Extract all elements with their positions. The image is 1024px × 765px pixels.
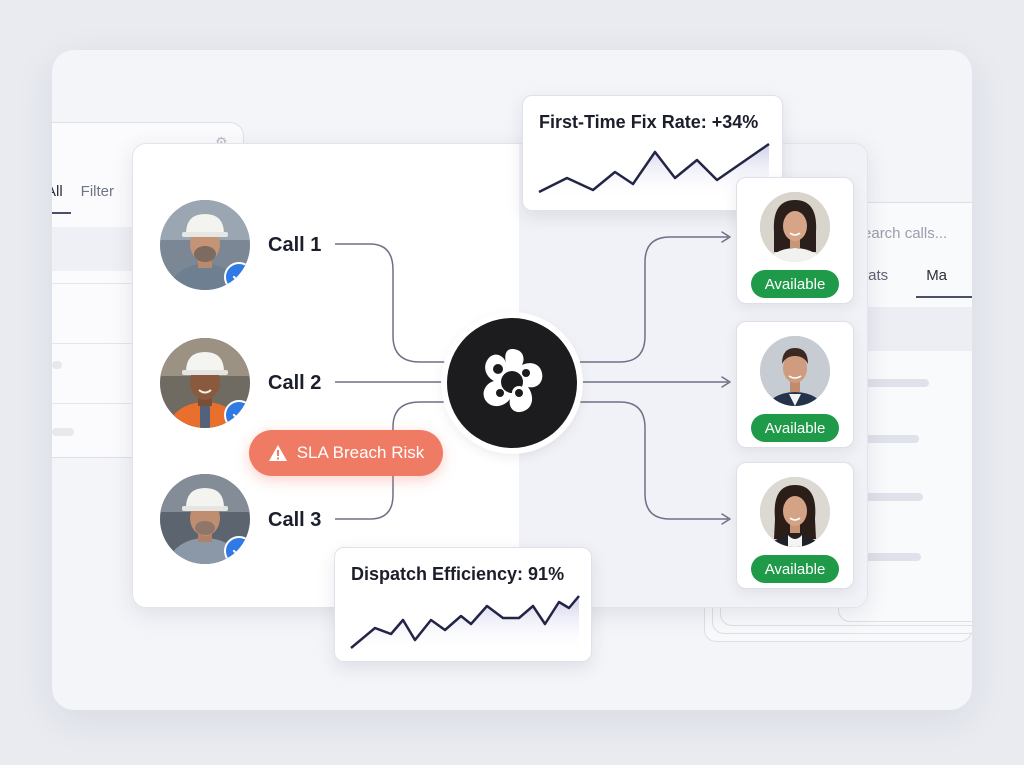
verified-check-icon xyxy=(224,262,250,290)
verified-check-icon xyxy=(224,400,250,428)
dispatch-efficiency-card[interactable]: Dispatch Efficiency: 91% xyxy=(334,547,592,662)
dispatch-efficiency-sparkline xyxy=(350,595,580,652)
search-input[interactable]: Search calls... xyxy=(853,225,948,242)
placeholder-bar xyxy=(859,493,923,501)
agent-card-1[interactable]: Available xyxy=(736,177,854,304)
metric-title: First-Time Fix Rate: +34% xyxy=(539,112,759,132)
ai-network-logo-icon xyxy=(483,349,543,413)
call-label: Call 3 xyxy=(268,509,322,531)
agent-avatar xyxy=(760,477,830,547)
placeholder-bar xyxy=(52,361,62,369)
worker-avatar xyxy=(160,474,250,564)
dispatch-hub[interactable] xyxy=(447,318,577,448)
status-badge: Available xyxy=(751,555,839,583)
verified-check-icon xyxy=(224,536,250,564)
agent-card-3[interactable]: Available xyxy=(736,462,854,589)
tab-filter[interactable]: Filter xyxy=(80,183,115,200)
first-time-fix-sparkline xyxy=(538,142,770,200)
background-filter-tabs: All Filter xyxy=(52,183,115,214)
placeholder-bar xyxy=(52,428,74,436)
caller-avatar-3[interactable] xyxy=(160,474,250,564)
call-label: Call 2 xyxy=(268,372,322,394)
placeholder-bar xyxy=(859,435,919,443)
agent-avatar xyxy=(760,192,830,262)
tab-ma[interactable]: Ma xyxy=(916,267,972,298)
placeholder-bar xyxy=(859,379,929,387)
call-label: Call 1 xyxy=(268,234,322,256)
worker-avatar xyxy=(160,200,250,290)
status-badge: Available xyxy=(751,270,839,298)
warning-triangle-icon xyxy=(268,445,287,461)
tab-all[interactable]: All xyxy=(52,183,71,214)
agent-avatar xyxy=(760,336,830,406)
status-badge: Available xyxy=(751,414,839,442)
alert-label: SLA Breach Risk xyxy=(296,443,425,462)
agent-card-2[interactable]: Available xyxy=(736,321,854,448)
sla-breach-alert[interactable]: SLA Breach Risk xyxy=(249,430,443,476)
caller-avatar-2[interactable] xyxy=(160,338,250,428)
metric-title: Dispatch Efficiency: 91% xyxy=(351,564,565,584)
caller-avatar-1[interactable] xyxy=(160,200,250,290)
placeholder-bar xyxy=(859,553,921,561)
worker-avatar xyxy=(160,338,250,428)
